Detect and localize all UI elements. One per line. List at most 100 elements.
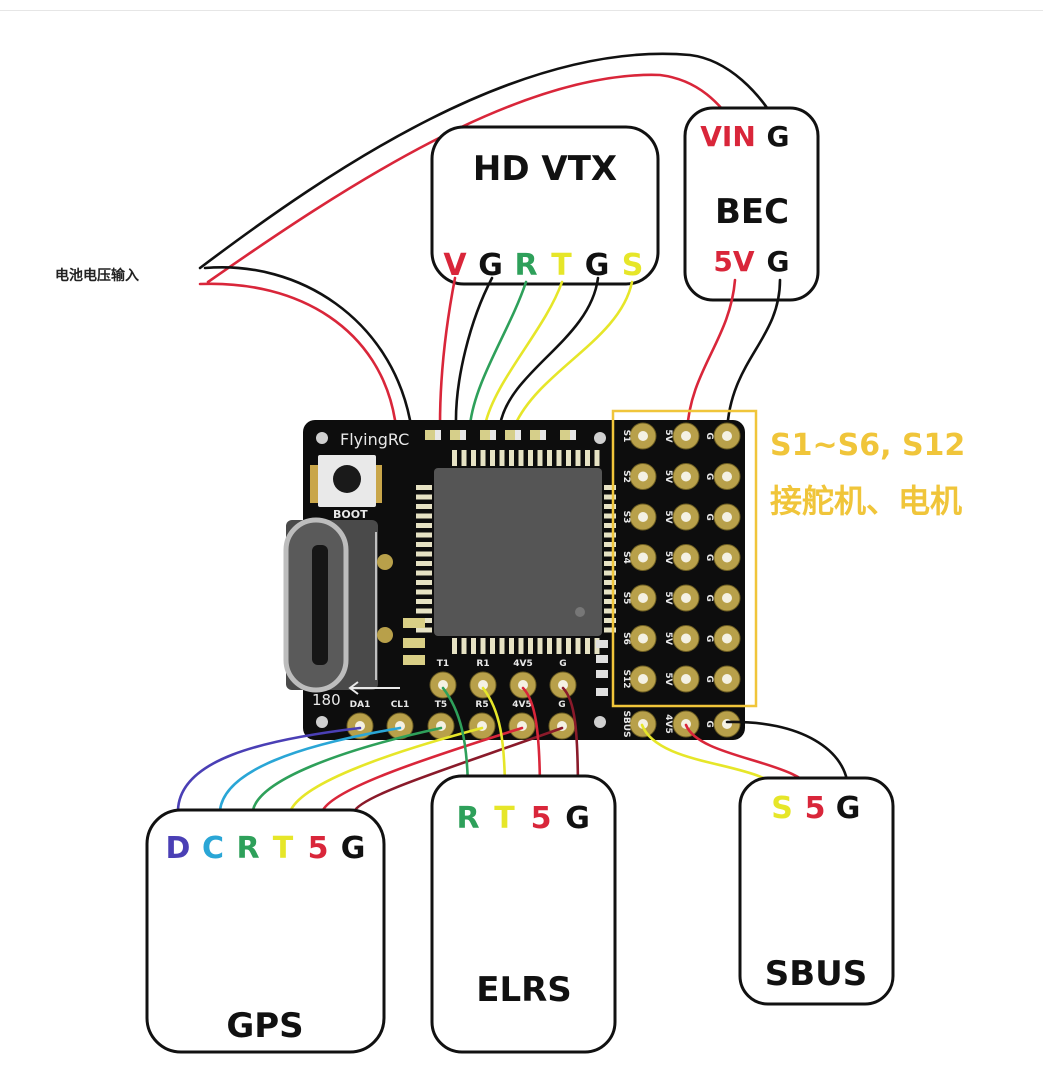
pad-label-bottom: R5 (475, 700, 488, 710)
servo-row-label: S3 (621, 511, 631, 524)
mcu-pin1-dot (575, 607, 585, 617)
pad-hole (638, 512, 648, 522)
gps-r-wire (251, 726, 443, 812)
gps-pin-label-r: R (236, 831, 259, 866)
pad-hole (518, 680, 528, 690)
mcu-pin (416, 580, 432, 585)
sbus-pin-label-g: G (836, 791, 861, 826)
mcu-chip (434, 468, 602, 636)
bec-title: BEC (715, 192, 789, 232)
vtx-g2-wire (498, 276, 600, 427)
smd-pad (560, 430, 570, 440)
mcu-pin (499, 638, 505, 654)
pad-label-bottom: 4V5 (512, 700, 532, 710)
bec-g-bottom-label: G (767, 245, 790, 278)
pad-hole (558, 680, 568, 690)
pad-hole (681, 471, 691, 482)
servo-g-label: G (704, 594, 714, 601)
elrs-pin-label-g: G (565, 801, 590, 836)
mcu-pin (566, 638, 571, 654)
mcu-pin (490, 450, 495, 466)
pad-hole (681, 674, 691, 684)
smd-component (596, 670, 608, 678)
mcu-pin (528, 638, 533, 654)
pad-hole (722, 633, 732, 644)
bec-module: VIN G BEC 5V G (683, 106, 820, 302)
mcu-pin (604, 627, 616, 633)
mcu-pin (416, 523, 432, 528)
pad-label-top: T1 (437, 659, 449, 669)
vtx-r-wire (468, 280, 528, 427)
mcu-pin (547, 450, 552, 466)
bec-5v-label: 5V (713, 245, 754, 278)
mcu-pin (604, 570, 616, 576)
smd-component (596, 688, 608, 696)
boot-button-cap (333, 465, 361, 493)
sbus-pin-label-s: S (771, 791, 793, 826)
pad-hole (638, 719, 648, 729)
pad-hole (722, 719, 732, 729)
pad-hole (722, 431, 732, 441)
mcu-pin (471, 450, 476, 466)
gps-wires (176, 726, 564, 814)
smd-pad (460, 430, 466, 440)
mcu-pin (604, 608, 616, 614)
bec-box (683, 106, 820, 302)
servo-5v-label: 5V (663, 510, 673, 523)
elrs-box (430, 774, 617, 1054)
sbus-box (738, 776, 895, 1006)
pad-hole (722, 674, 732, 684)
bec-vin-label: VIN (700, 120, 756, 153)
gps-c-wire (218, 726, 402, 812)
bec-g-top-label: G (767, 120, 790, 153)
pad-hole (681, 552, 691, 563)
smd-pad (490, 430, 496, 440)
battery-input-label: 电池电压输入 (55, 267, 139, 284)
gps-pin-label-c: C (202, 831, 224, 866)
pad-hole (478, 680, 488, 690)
mcu-pin (604, 599, 616, 604)
mcu-pin (471, 638, 476, 654)
pad-label-top: 4V5 (513, 659, 533, 669)
battery-black-to-fc-wire (203, 265, 412, 422)
vtx-s-wire (513, 280, 634, 427)
mounting-hole (594, 432, 606, 444)
brand-label: FlyingRC (340, 430, 409, 449)
mcu-pin (575, 450, 581, 466)
mcu-pin (547, 638, 552, 654)
hd-vtx-wires (438, 276, 634, 427)
sbus-pin-label-5: 5 (805, 791, 826, 826)
smd-pad (515, 430, 521, 440)
pad-hole (722, 593, 732, 603)
mounting-hole (316, 432, 328, 444)
servo-g-label: G (704, 513, 714, 520)
servo-g-label: G (704, 635, 714, 642)
boot-button[interactable] (310, 455, 382, 507)
pad-hole (681, 593, 691, 603)
mcu-pin (604, 485, 616, 490)
pad-hole (681, 633, 691, 644)
gps-pin-label-d: D (166, 831, 191, 866)
elrs-pin-label-5: 5 (531, 801, 552, 836)
usb-c-port[interactable] (283, 517, 378, 693)
smd-pad (540, 430, 546, 440)
pad-hole (681, 512, 691, 522)
sbus-row-label: SBUS (621, 710, 631, 737)
mcu-pin (604, 504, 616, 509)
servo-row-label: S1 (621, 430, 631, 443)
mcu-pin (416, 561, 432, 566)
mcu-pin (604, 494, 616, 500)
smd-component (403, 655, 425, 665)
gps-pin-label-t: T (273, 831, 294, 866)
boot-label: BOOT (333, 508, 368, 521)
pad-label-bottom: T5 (435, 700, 447, 710)
battery-black-to-bec-wire (198, 52, 777, 270)
mcu-pin (416, 485, 432, 490)
mcu-pin (416, 542, 432, 547)
